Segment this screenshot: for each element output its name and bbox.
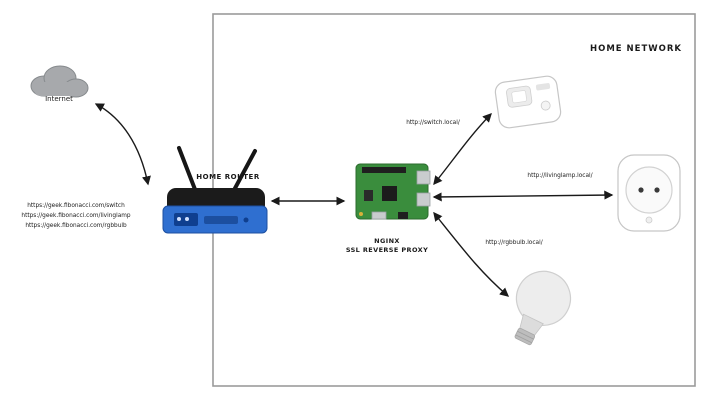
arrow-internet-router: [94, 103, 151, 186]
router-url-livinglamp: https://geek.fibonacci.com/livinglamp: [21, 212, 131, 219]
light-bulb-icon: [514, 270, 572, 346]
arrow-proxy-plug: [432, 190, 614, 202]
proxy-label: NGINX SSL REVERSE PROXY: [328, 237, 446, 255]
router-url-rgbbulb: https://geek.fibonacci.com/rgbbulb: [25, 222, 127, 229]
home-network-title: HOME NETWORK: [589, 44, 682, 54]
arrow-proxy-bulb: [433, 211, 510, 297]
home-router-icon: [162, 146, 268, 234]
proxy-label-line2: SSL REVERSE PROXY: [345, 246, 429, 255]
raspberry-pi-icon: [355, 163, 431, 220]
switch-local-url: http://switch.local/: [406, 120, 460, 126]
home-router-label: HOME ROUTER: [196, 173, 260, 181]
rgbbulb-local-url: http://rgbbulb.local/: [485, 240, 543, 246]
internet-cloud-icon: [30, 65, 89, 98]
smart-switch-icon: [494, 75, 562, 129]
router-url-list: https://geek.fibonacci.com/switch https:…: [10, 202, 142, 232]
proxy-label-line1: NGINX: [374, 237, 400, 245]
livinglamp-local-url: http://livinglamp.local/: [527, 173, 593, 179]
router-url-switch: https://geek.fibonacci.com/switch: [27, 203, 125, 209]
arrow-proxy-switch: [433, 113, 492, 186]
smart-plug-icon: [617, 154, 681, 232]
internet-label: Internet: [45, 95, 73, 103]
